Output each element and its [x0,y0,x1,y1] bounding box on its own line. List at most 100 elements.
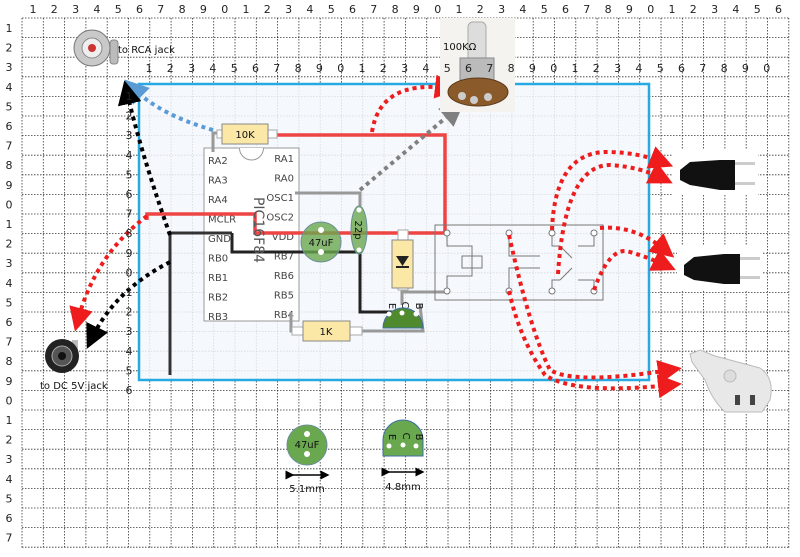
chip-pin-label: RB0 [208,254,228,265]
potentiometer-picture [440,18,515,112]
ruler-top-label: 4 [519,3,526,16]
ruler-top-label: 5 [541,3,548,16]
ruler-top-label: 6 [562,3,569,16]
ruler-top-label: 4 [93,3,100,16]
ruler-top-label: 1 [669,3,676,16]
rca-jack-picture [73,29,119,67]
ruler-top-label: 0 [221,3,228,16]
ruler-top-label: 4 [306,3,313,16]
inner-ruler-top-label: 5 [444,62,451,75]
inner-ruler-left-label: 9 [126,247,133,260]
chip-pin-label: OSC1 [266,193,294,204]
ruler-left-label: 1 [6,414,13,427]
power-wire [145,133,447,235]
outlet-arrow-a [507,234,682,384]
ruler-left-label: 1 [6,22,13,35]
ruler-top-label: 5 [754,3,761,16]
ruler-top-label: 6 [775,3,782,16]
chip-pin-label: GND [208,234,231,245]
chip-pin-label: RB3 [208,312,228,323]
inner-ruler-top-label: 9 [742,62,749,75]
chip-pin-label: MCLR [208,215,236,226]
ruler-left-label: 0 [6,394,13,407]
ruler-top-label: 2 [51,3,58,16]
ruler-top-label: 0 [434,3,441,16]
ruler-left-label: 3 [6,61,13,74]
dc-ground-arrow [86,260,171,349]
ruler-left-label: 1 [6,218,13,231]
chip-pin-label: OSC2 [266,213,294,224]
inner-ruler-left-label: 2 [126,110,133,123]
transistor-b: B [413,303,424,310]
resistor-1k-label: 1K [320,327,333,338]
footprint-c: C [400,433,411,440]
ruler-left-label: 0 [6,198,13,211]
rca-ground-arrow [117,80,172,236]
ruler-top-label: 2 [264,3,271,16]
inner-ruler-top-label: 7 [273,62,280,75]
potentiometer-label: 100KΩ [443,42,477,53]
chip-pin-label: RA0 [274,174,294,185]
chip-name: PIC16F84 [250,197,266,263]
ruler-left-label: 3 [6,453,13,466]
inner-ruler-top-label: 0 [550,62,557,75]
ruler-left-label: 7 [6,532,13,545]
ruler-top-label: 9 [200,3,207,16]
plug1-arrow-a [550,146,674,231]
inner-ruler-left-label: 2 [126,306,133,319]
chip-pin-label: RB7 [274,252,294,263]
inner-ruler-left-label: 5 [126,168,133,181]
inner-ruler-top-label: 4 [635,62,642,75]
outlet-arrow-b [507,290,682,399]
ruler-top-label: 3 [498,3,505,16]
inner-ruler-top-label: 1 [146,62,153,75]
inner-ruler-left-label: 0 [126,266,133,279]
inner-ruler-top-label: 2 [593,62,600,75]
ruler-top-label: 7 [157,3,164,16]
resistor-10k: 10K [216,123,278,145]
ruler-top-label: 8 [605,3,612,16]
rca-jack-label: to RCA jack [118,45,175,56]
chip-pin-label: VDD [272,232,295,243]
inner-ruler-top-label: 7 [699,62,706,75]
ruler-left-label: 8 [6,355,13,368]
resistor-10k-label: 10K [235,130,255,141]
chip-pin-label: RA2 [208,156,228,167]
inner-ruler-left-label: 6 [126,188,133,201]
inner-ruler-top-label: 9 [316,62,323,75]
ruler-top-label: 6 [349,3,356,16]
ruler-top-label: 3 [711,3,718,16]
ruler-top-label: 9 [626,3,633,16]
capacitor-47uf-label: 47uF [309,238,334,249]
ruler-left-label: 5 [6,492,13,505]
ruler-top-label: 1 [30,3,37,16]
ruler-top-label: 6 [136,3,143,16]
inner-ruler-left-label: 3 [126,325,133,338]
inner-ruler-top-label: 6 [678,62,685,75]
ruler-top-label: 9 [413,3,420,16]
inner-ruler-left-label: 5 [126,364,133,377]
pot-power-arrow [370,74,459,133]
inner-ruler-top-label: 2 [380,62,387,75]
inner-ruler-top-label: 5 [657,62,664,75]
ruler-left-label: 4 [6,81,13,94]
plug1-arrow-b [556,161,673,275]
chip-pin-label: RB5 [274,291,294,302]
ruler-left-label: 7 [6,336,13,349]
ruler-left-label: 4 [6,277,13,290]
inner-ruler-left-label: 8 [126,227,133,240]
ruler-top-label: 3 [72,3,79,16]
ruler-top-label: 2 [690,3,697,16]
inner-ruler-left-label: 7 [126,208,133,221]
inner-ruler-top-label: 3 [188,62,195,75]
ruler-left-label: 6 [6,316,13,329]
inner-ruler-top-label: 3 [614,62,621,75]
ruler-left-label: 2 [6,42,13,55]
inner-ruler-top-label: 9 [529,62,536,75]
capacitor-22p: 22p [350,205,368,255]
ruler-left-label: 6 [6,512,13,525]
plug2-arrow-a [599,225,675,258]
footprint-e: E [386,434,397,440]
rulers: 1 2 3 4 5 6 7 8 9 0 1 2 3 4 5 6 7 8 9 0 1 2 3 4 5 6 7 8 9 0 1 2 3 4 5 6 1 2 3 4… [6,3,783,545]
capacitor-footprint-label: 47uF [295,440,320,451]
